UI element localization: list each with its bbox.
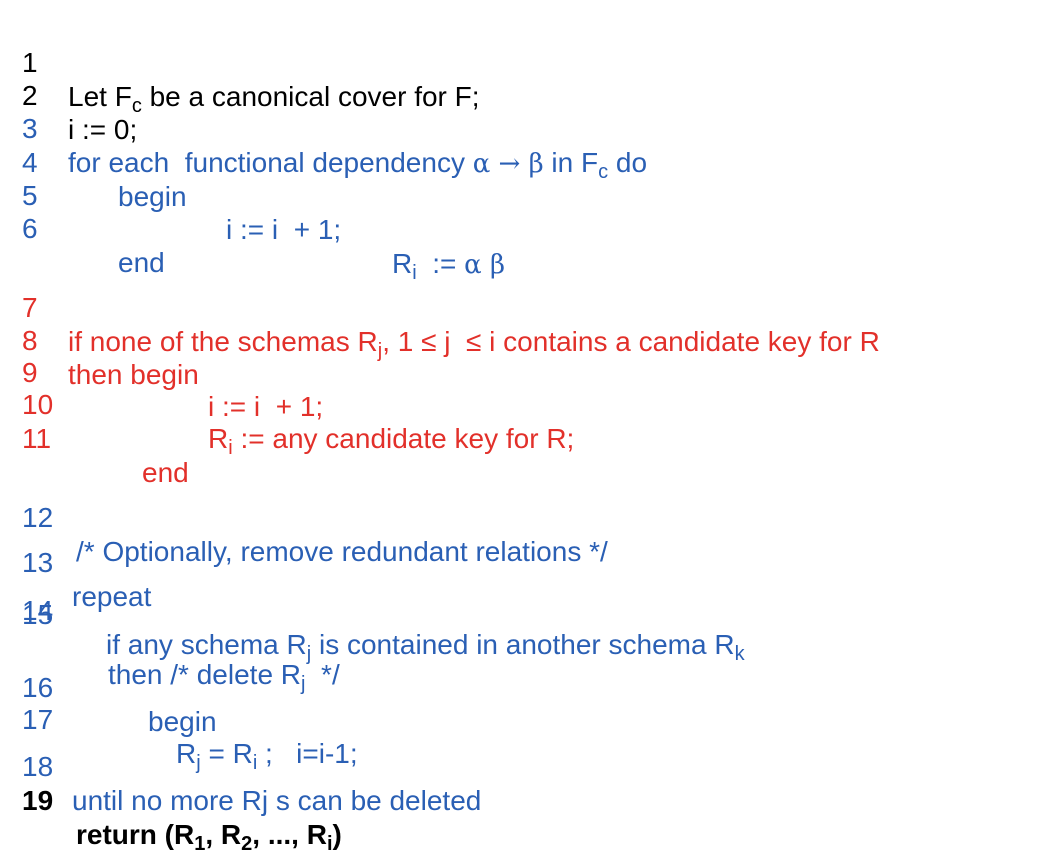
code-line-14: 14 if any schema Rj is contained in anot…	[0, 560, 745, 664]
line-text: begin	[148, 706, 217, 737]
line-text: end	[118, 247, 165, 278]
line-number: 19	[22, 785, 54, 816]
line-text: if any schema Rj is contained in another…	[106, 629, 745, 665]
line-text: for each functional dependency α → β in …	[68, 147, 648, 183]
code-line-15: 15 then /* delete Rj */	[0, 590, 340, 694]
line-number: 1	[22, 47, 38, 78]
line-number: 4	[22, 147, 38, 178]
line-text: i := i + 1;	[208, 391, 324, 422]
code-line-5: 5 i := i + 1; Ri := α β	[0, 145, 505, 283]
code-line-3: 3 for each functional dependency α → β i…	[0, 78, 647, 182]
line-number: 5	[22, 180, 38, 211]
line-number: 7	[22, 292, 38, 323]
code-line-12: 12 /* Optionally, remove redundant relat…	[0, 467, 608, 567]
line-text: repeat	[72, 581, 152, 612]
line-text: /* Optionally, remove redundant relation…	[76, 536, 608, 567]
line-number: 3	[22, 113, 38, 144]
code-line-11: 11 end	[0, 388, 189, 488]
line-text: end	[142, 457, 189, 488]
code-line-17: 17 Rj = Ri ; i=i-1;	[0, 669, 358, 773]
code-line-1: 1 Let Fc be a canonical cover for F;	[0, 12, 480, 116]
line-text: i := i + 1;	[226, 214, 342, 245]
line-number: 13	[22, 547, 54, 578]
line-text: then begin	[68, 359, 199, 390]
line-number: 8	[22, 325, 38, 356]
code-line-2: 2 i := 0;	[0, 45, 137, 145]
line-number: 15	[22, 599, 54, 630]
line-text: then /* delete Rj */	[108, 659, 340, 695]
line-text: Rj = Ri ; i=i-1;	[176, 738, 358, 774]
line-number: 10	[22, 389, 54, 420]
line-text: if none of the schemas Rj, 1 ≤ j ≤ i con…	[68, 326, 880, 362]
line-number: 18	[22, 751, 54, 782]
line-number: 11	[22, 423, 52, 454]
code-line-10: 10 Ri := any candidate key for R;	[0, 354, 574, 458]
code-line-16: 16 begin	[0, 637, 217, 737]
code-line-6: 6 end	[0, 178, 165, 278]
line-text: Ri := any candidate key for R;	[208, 423, 575, 459]
code-line-19: 19 return (R1, R2, ..., Ri)	[0, 750, 342, 854]
algorithm-page: { "lines": [ {"num": "1", "color": "blac…	[0, 12, 880, 854]
line-text: until no more Rj s can be deleted	[72, 785, 482, 816]
line-number: 14	[22, 595, 54, 626]
code-line-4: 4 begin	[0, 112, 187, 212]
code-line-18: 18 until no more Rj s can be deleted	[0, 716, 481, 816]
line-text: begin	[118, 181, 187, 212]
line-number: 9	[22, 357, 38, 388]
line-text: Let Fc be a canonical cover for F;	[68, 81, 480, 117]
line-number: 16	[22, 672, 54, 703]
line-text-assign: Ri := α β	[392, 248, 506, 284]
line-number: 6	[22, 213, 38, 244]
line-number: 17	[22, 704, 54, 735]
line-text: i := 0;	[68, 114, 138, 145]
code-line-9: 9 i := i + 1;	[0, 322, 323, 422]
line-text: return (R1, R2, ..., Ri)	[76, 819, 342, 855]
line-number: 12	[22, 502, 54, 533]
code-line-7: 7 if none of the schemas Rj, 1 ≤ j ≤ i c…	[0, 257, 880, 361]
code-line-8: 8 then begin	[0, 290, 199, 390]
code-line-13: 13 repeat	[0, 512, 151, 612]
line-number: 2	[22, 80, 38, 111]
